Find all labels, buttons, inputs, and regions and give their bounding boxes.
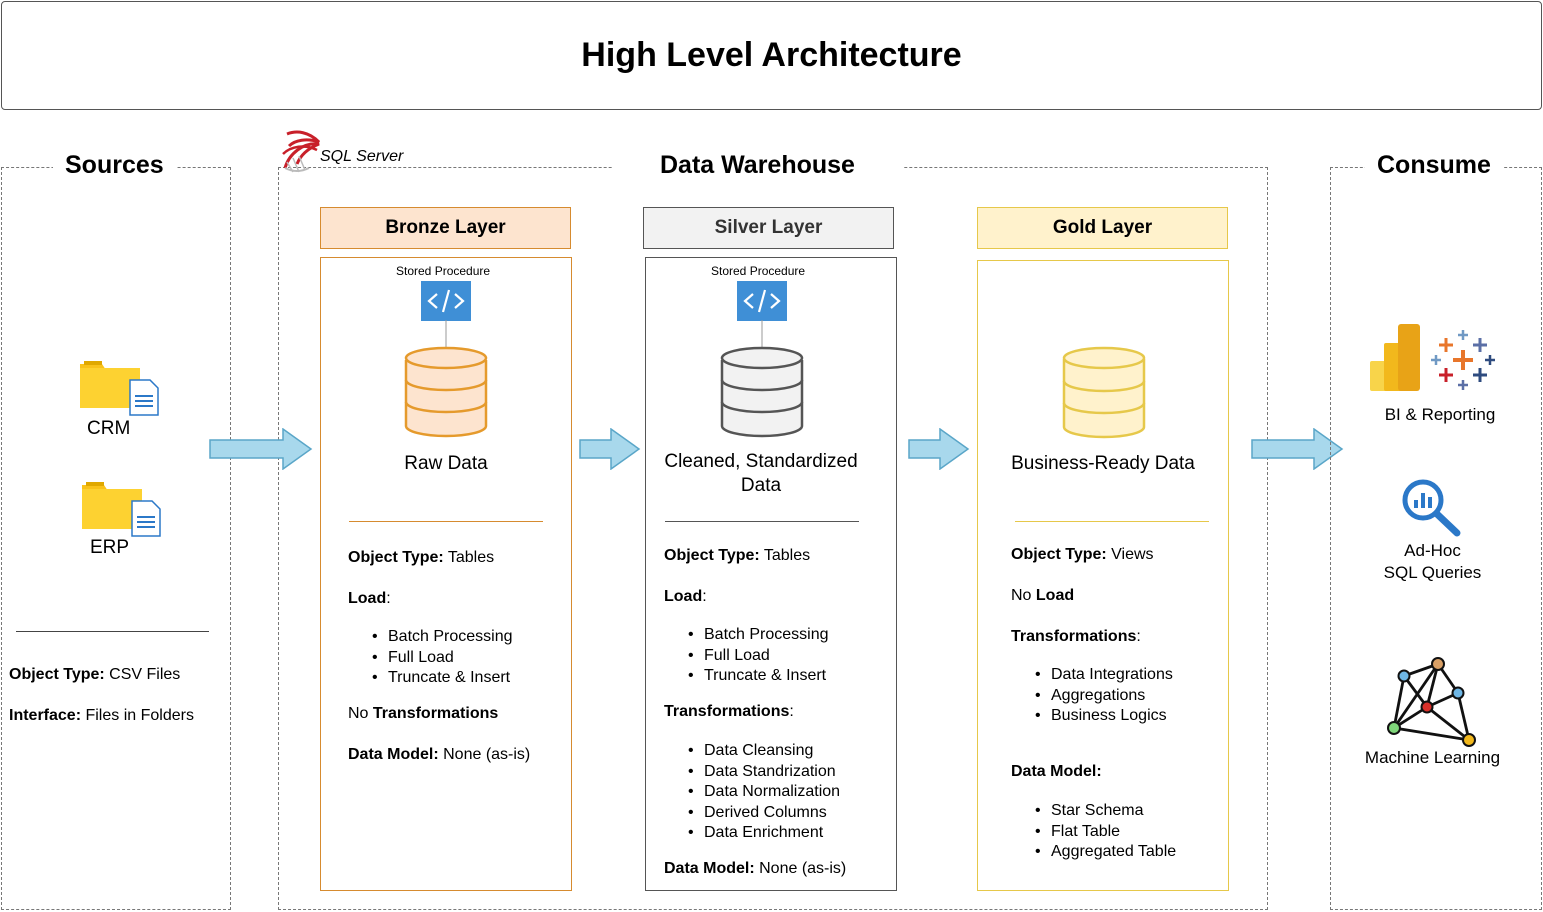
list-item: Business Logics [1051, 706, 1173, 727]
sql-server-label: SQL Server [320, 148, 404, 165]
sql-server-logo-icon [282, 130, 321, 173]
gold-data-label: Business-Ready Data [1011, 453, 1195, 474]
bronze-load-list: Batch Processing Full Load Truncate & In… [388, 627, 513, 689]
silver-code-icon [737, 281, 787, 321]
list-item: Data Enrichment [704, 823, 840, 844]
silver-divider [665, 521, 859, 522]
bi-reporting-label: BI & Reporting [1384, 405, 1496, 424]
gold-data-model-list: Star Schema Flat Table Aggregated Table [1051, 801, 1176, 863]
arrow-silver-to-gold-icon [908, 428, 970, 470]
bronze-layer-body [320, 257, 572, 891]
gold-data-model-heading: Data Model: [1011, 763, 1102, 780]
silver-transformations-heading: Transformations: [664, 703, 794, 720]
bronze-transformations: No Transformations [348, 705, 499, 722]
erp-folder-icon [82, 482, 161, 537]
sources-title: Sources [53, 151, 176, 180]
source-erp-label: ERP [90, 537, 130, 558]
list-item: Aggregated Table [1051, 842, 1176, 863]
list-item: Flat Table [1051, 822, 1176, 843]
gold-object-type: Object Type: Views [1011, 546, 1154, 563]
page-title: High Level Architecture [581, 36, 962, 74]
title-box: High Level Architecture [1, 1, 1542, 110]
list-item: Derived Columns [704, 803, 840, 824]
list-item: Data Cleansing [704, 741, 840, 762]
arrow-gold-to-consume-icon [1251, 428, 1344, 470]
gold-layer-header: Gold Layer [977, 207, 1228, 249]
list-item: Data Standrization [704, 762, 840, 783]
gold-transformations-heading: Transformations: [1011, 628, 1141, 645]
sources-divider [16, 631, 209, 632]
arrow-bronze-to-silver-icon [579, 428, 641, 470]
arrow-sources-to-bronze-icon [209, 428, 313, 470]
sources-interface: Interface: Files in Folders [9, 707, 194, 724]
list-item: Batch Processing [704, 625, 829, 646]
list-item: Aggregations [1051, 686, 1173, 707]
crm-folder-icon [80, 361, 159, 416]
machine-learning-label: Machine Learning [1364, 748, 1501, 767]
silver-load-list: Batch Processing Full Load Truncate & In… [704, 625, 829, 687]
bronze-load-heading: Load: [348, 590, 391, 607]
gold-load: No Load [1011, 587, 1075, 604]
gold-transformations-list: Data Integrations Aggregations Business … [1051, 665, 1173, 727]
bronze-data-model: Data Model: None (as-is) [348, 746, 531, 763]
tableau-icon [1431, 330, 1495, 390]
list-item: Data Normalization [704, 782, 840, 803]
list-item: Truncate & Insert [388, 668, 513, 689]
silver-layer-body [645, 257, 897, 891]
bronze-code-icon [421, 281, 471, 321]
consume-panel [1330, 167, 1542, 910]
silver-stored-procedure-label: Stored Procedure [711, 264, 806, 278]
silver-data-model: Data Model: None (as-is) [664, 860, 847, 877]
silver-load-heading: Load: [664, 588, 707, 605]
silver-transformations-list: Data Cleansing Data Standrization Data N… [704, 741, 840, 844]
list-item: Full Load [704, 646, 829, 667]
gold-divider [1015, 521, 1209, 522]
list-item: Full Load [388, 648, 513, 669]
list-item: Star Schema [1051, 801, 1176, 822]
bronze-divider [349, 521, 543, 522]
list-item: Data Integrations [1051, 665, 1173, 686]
source-crm-label: CRM [87, 418, 131, 439]
silver-layer-header: Silver Layer [643, 207, 894, 249]
power-bi-icon [1370, 324, 1420, 391]
silver-database-icon [720, 320, 804, 438]
bronze-database-icon [404, 320, 488, 438]
bronze-object-type: Object Type: Tables [348, 549, 495, 566]
bronze-data-label: Raw Data [404, 453, 488, 474]
bronze-stored-procedure-label: Stored Procedure [396, 264, 491, 278]
gold-layer-body [977, 260, 1229, 891]
list-item: Batch Processing [388, 627, 513, 648]
silver-object-type: Object Type: Tables [664, 547, 811, 564]
machine-learning-icon [1387, 657, 1476, 747]
adhoc-sql-query-icon [1402, 479, 1461, 537]
list-item: Truncate & Insert [704, 666, 829, 687]
sources-object-type: Object Type: CSV Files [9, 666, 181, 683]
bronze-layer-header: Bronze Layer [320, 207, 571, 249]
consume-title: Consume [1365, 151, 1503, 180]
adhoc-sql-label: Ad-Hoc SQL Queries [1383, 541, 1482, 582]
silver-data-label: Cleaned, Standardized Data [664, 451, 858, 496]
gold-database-icon [1062, 346, 1146, 439]
warehouse-title: Data Warehouse [612, 151, 903, 180]
